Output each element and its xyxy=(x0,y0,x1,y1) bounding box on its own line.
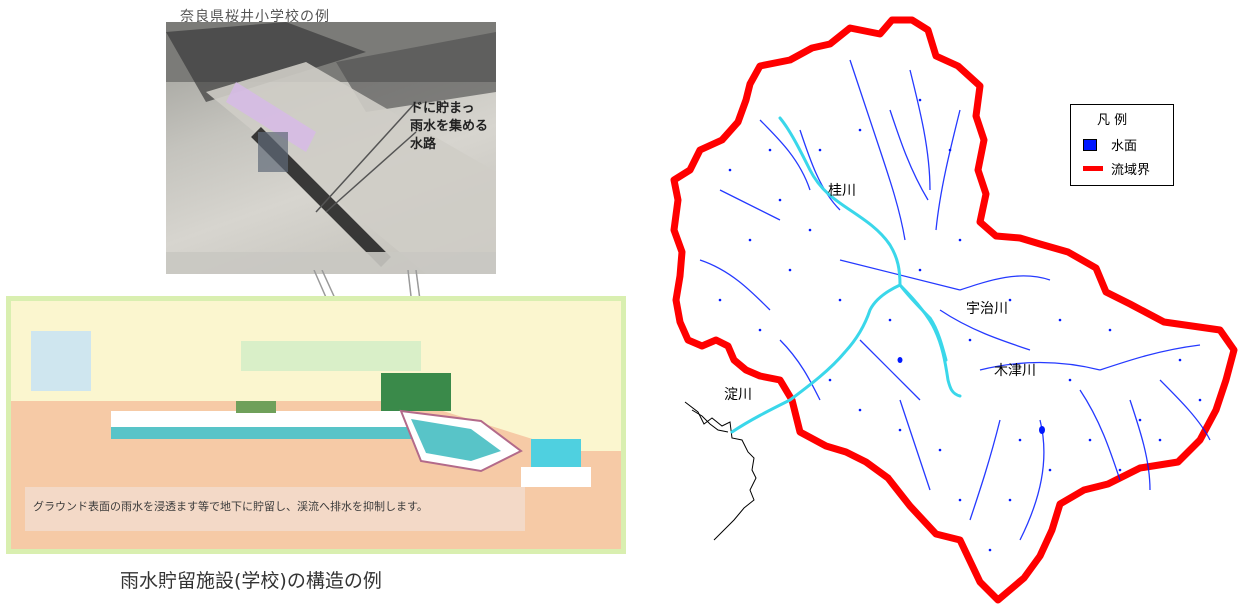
photo-caption: 奈良県桜井小学校の例 xyxy=(180,9,330,25)
photo-callout: ドに貯まっ 雨水を集める 水路 xyxy=(410,100,488,154)
legend-row-boundary: 流域界 xyxy=(1083,159,1150,178)
figure-caption: 雨水貯留施設(学校)の構造の例 xyxy=(120,570,382,592)
label-uji-river: 宇治川 xyxy=(966,301,1008,317)
water-swatch-icon xyxy=(1083,138,1097,151)
photo-callout-line-1: ドに貯まっ xyxy=(410,101,475,116)
coastline xyxy=(684,401,757,541)
boundary-swatch-icon xyxy=(1083,166,1103,171)
kizu-river xyxy=(898,283,948,362)
map-legend: 凡 例 水面 流域界 xyxy=(1070,104,1174,186)
yodo-river xyxy=(730,283,902,434)
label-yodo-river: 淀川 xyxy=(724,387,752,403)
basin-boundary xyxy=(670,16,1238,604)
basin-map-svg xyxy=(670,16,1238,604)
legend-row-water: 水面 xyxy=(1083,135,1137,154)
katsura-river xyxy=(778,116,902,287)
main-rivers xyxy=(730,116,962,434)
water-bodies xyxy=(718,98,1202,552)
storage-structure-art xyxy=(11,301,621,549)
legend-boundary-label: 流域界 xyxy=(1111,163,1151,178)
label-kizu-river: 木津川 xyxy=(994,363,1036,379)
legend-water-label: 水面 xyxy=(1111,139,1138,154)
photo-callout-line-3: 水路 xyxy=(410,137,437,152)
tributaries xyxy=(699,59,1211,541)
label-katsura-river: 桂川 xyxy=(828,183,856,199)
basin-map: 桂川 宇治川 木津川 淀川 xyxy=(660,0,1250,606)
aerial-photo-art xyxy=(166,22,496,274)
diagram-note: グラウンド表面の雨水を浸透ます等で地下に貯留し、渓流へ排水を抑制します。 xyxy=(33,500,428,513)
photo-callout-line-2: 雨水を集める xyxy=(410,119,489,134)
aerial-photo xyxy=(166,22,496,274)
legend-title: 凡 例 xyxy=(1097,113,1128,128)
storage-structure-diagram: グラウンド表面の雨水を浸透ます等で地下に貯留し、渓流へ排水を抑制します。 xyxy=(6,296,626,554)
